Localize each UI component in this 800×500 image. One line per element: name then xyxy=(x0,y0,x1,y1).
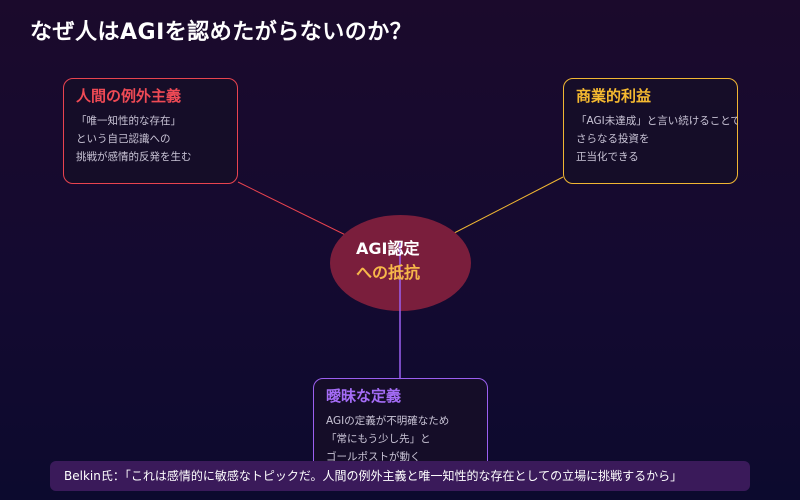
quote-bar: Belkin氏：「これは感情的に敏感なトピックだ。人間の例外主義と唯一知性的な存… xyxy=(50,461,750,491)
node-title: 人間の例外主義 xyxy=(76,87,182,105)
node-text-line: 「常にもう少し先」と xyxy=(326,433,431,445)
node-title: 曖昧な定義 xyxy=(326,387,402,405)
node-text-line: ゴールポストが動く xyxy=(326,451,421,463)
center-label: AGI認定 への抵抗 xyxy=(356,237,420,285)
center-label-line1: AGI認定 xyxy=(356,239,420,258)
node-text-line: 正当化できる xyxy=(576,151,639,163)
node-text-line: AGIの定義が不明確なため xyxy=(326,415,450,427)
node-title: 商業的利益 xyxy=(576,87,652,105)
center-label-line2: への抵抗 xyxy=(356,263,421,282)
node-text-line: さらなる投資を xyxy=(576,133,650,145)
node-business-interest: 商業的利益 「AGI未達成」と言い続けることで さらなる投資を 正当化できる xyxy=(563,78,738,184)
node-text-line: という自己認識への xyxy=(76,133,171,145)
node-text-line: 「AGI未達成」と言い続けることで xyxy=(576,115,738,127)
node-human-exceptionalism: 人間の例外主義 「唯一知性的な存在」 という自己認識への 挑戦が感情的反発を生む xyxy=(63,78,238,184)
node-text-line: 挑戦が感情的反発を生む xyxy=(76,151,192,163)
node-text-line: 「唯一知性的な存在」 xyxy=(76,115,181,127)
page-title: なぜ人はAGIを認めたがらないのか？ xyxy=(30,20,413,45)
